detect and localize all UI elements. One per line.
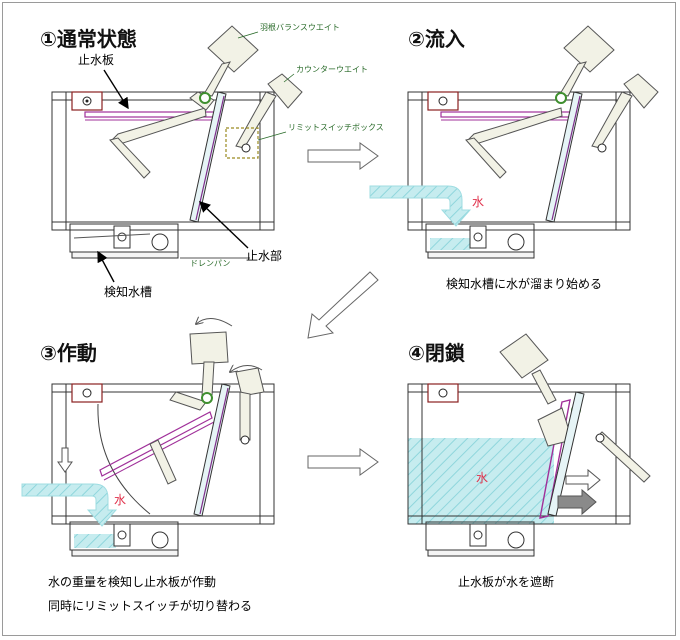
closing-arrows: [557, 468, 601, 516]
stop-plate-label: 止水板: [78, 53, 114, 67]
detector-tank-label: 検知水槽: [104, 285, 152, 299]
stop-part-label: 止水部: [246, 248, 282, 263]
counter-weight: [591, 73, 659, 153]
counter-weight: [235, 367, 265, 445]
limit-switch-label: リミットスイッチボックス: [288, 123, 384, 132]
detector-tank: [425, 223, 535, 259]
panel-actuation: ③作動: [21, 318, 275, 613]
panel-title: ①通常状態: [40, 27, 137, 51]
flood-water: [408, 438, 554, 524]
linkage: [149, 391, 207, 485]
flow-arrow-right-bottom: [307, 448, 379, 476]
top-mount: [427, 383, 459, 403]
stop-door: [189, 91, 227, 223]
water-label: 水: [476, 471, 488, 485]
top-mount: [427, 91, 459, 111]
caption: 検知水槽に水が溜まり始める: [446, 276, 602, 291]
balance-weight: [499, 333, 557, 405]
panel-title: ②流入: [408, 27, 465, 51]
panel-title: ③作動: [40, 341, 97, 365]
panel-closed: ④閉鎖: [407, 333, 651, 589]
water-label: 水: [114, 493, 126, 507]
caption: 止水板が水を遮断: [458, 574, 554, 589]
counter-weight-label: カウンターウエイト: [296, 65, 368, 74]
inflow-water-stream: [21, 483, 118, 527]
linkage: [537, 405, 651, 483]
balance-weight-label: 羽根バランスウエイト: [260, 22, 340, 32]
inflow-water-stream: [369, 185, 472, 227]
stop-door: [547, 391, 585, 517]
panel-title: ④閉鎖: [408, 341, 466, 365]
top-mount: [71, 91, 103, 111]
balance-weight: [555, 25, 615, 104]
linkage: [465, 107, 563, 179]
panel-normal: ①通常状態: [40, 22, 384, 299]
caption-line-1: 水の重量を検知し止水板が作動: [48, 574, 216, 589]
down-arrow: [57, 447, 73, 473]
counter-weight: [235, 73, 303, 153]
drain-pan-label: ドレンパン: [190, 259, 230, 268]
rotation-arrow: [230, 365, 263, 372]
detector-tank: [425, 521, 535, 557]
detector-tank: [69, 223, 179, 259]
limit-switch-box: [225, 127, 259, 159]
stop-door: [545, 91, 583, 223]
balance-weight: [189, 331, 229, 404]
panel-inflow: ②流入: [369, 25, 659, 291]
top-mount: [71, 383, 103, 403]
balance-weight: [199, 25, 259, 104]
linkage: [109, 91, 215, 179]
flow-arrow-right-top: [307, 142, 379, 170]
detector-tank: [69, 521, 179, 557]
stop-plate: [539, 399, 571, 519]
water-label: 水: [472, 195, 484, 209]
caption-line-2: 同時にリミットスイッチが切り替わる: [48, 598, 252, 613]
flow-arrow-diagonal: [307, 271, 379, 339]
stop-door: [193, 383, 231, 517]
rotation-arrow: [196, 318, 233, 327]
